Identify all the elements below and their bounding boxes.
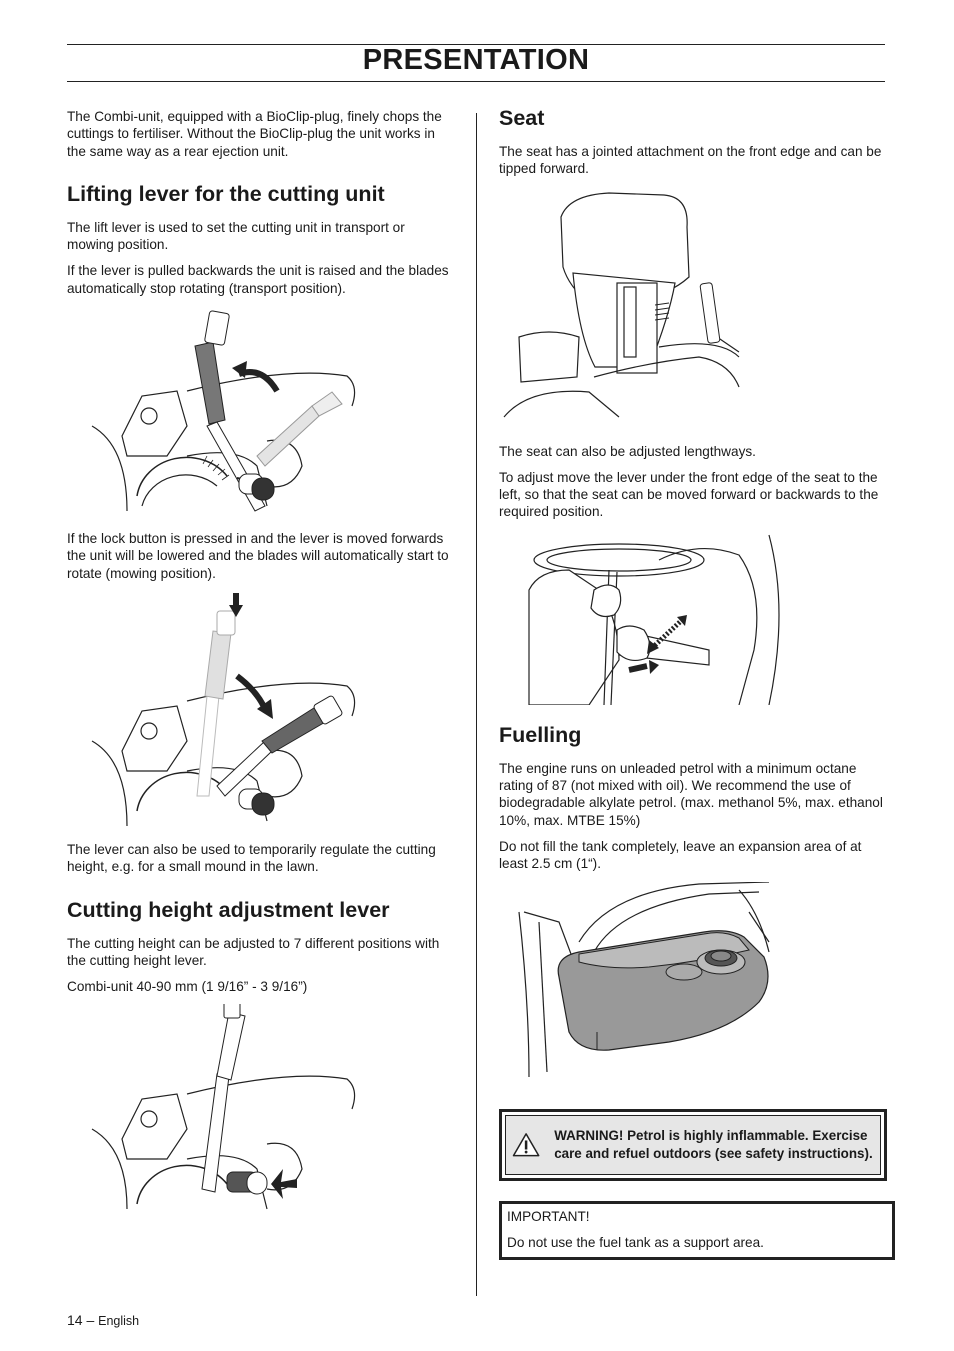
right-column: Seat The seat has a jointed attachment o… bbox=[499, 106, 895, 1260]
fuel-tank-illustration bbox=[518, 881, 770, 1077]
page-footer: 14 – English bbox=[67, 1312, 139, 1328]
page-number: 14 – bbox=[67, 1312, 95, 1328]
warning-text: WARNING! Petrol is highly inflammable. E… bbox=[554, 1127, 873, 1161]
fuelling-heading: Fuelling bbox=[499, 722, 582, 747]
important-box: IMPORTANT! Do not use the fuel tank as a… bbox=[499, 1200, 895, 1260]
seat-paragraph-1: The seat has a jointed attachment on the… bbox=[499, 144, 882, 177]
lift-lever-lower-illustration bbox=[91, 592, 356, 826]
fuelling-paragraph-1: The engine runs on unleaded petrol with … bbox=[499, 760, 883, 828]
cutting-height-heading: Cutting height adjustment lever bbox=[67, 897, 390, 922]
lifting-paragraph-3: If the lock button is pressed in and the… bbox=[67, 531, 449, 581]
seat-paragraph-3: To adjust move the lever under the front… bbox=[499, 469, 879, 520]
page-title: PRESENTATION bbox=[362, 44, 590, 76]
seat-adjust-lever-illustration bbox=[528, 534, 780, 705]
important-text: Do not use the fuel tank as a support ar… bbox=[507, 1234, 764, 1250]
lift-lever-raise-illustration bbox=[91, 310, 356, 512]
important-title: IMPORTANT! bbox=[507, 1208, 590, 1224]
top-rule bbox=[67, 44, 885, 45]
lifting-paragraph-2: If the lever is pulled backwards the uni… bbox=[67, 263, 449, 296]
footer-language: English bbox=[98, 1314, 140, 1328]
seat-tilted-illustration bbox=[503, 191, 740, 418]
fuelling-paragraph-2: Do not fill the tank completely, leave a… bbox=[499, 838, 862, 872]
lifting-paragraph-1: The lift lever is used to set the cuttin… bbox=[67, 219, 405, 253]
warning-box: WARNING! Petrol is highly inflammable. E… bbox=[499, 1108, 887, 1181]
height-paragraph-2: Combi-unit 40-90 mm (1 9/16” - 3 9/16”) bbox=[67, 979, 308, 995]
warning-triangle-icon bbox=[512, 1132, 540, 1156]
lifting-paragraph-4: The lever can also be used to temporaril… bbox=[67, 841, 436, 875]
lifting-lever-heading: Lifting lever for the cutting unit bbox=[67, 181, 385, 206]
seat-paragraph-2: The seat can also be adjusted lengthways… bbox=[499, 443, 756, 459]
cutting-height-lever-illustration bbox=[91, 1004, 356, 1210]
seat-heading: Seat bbox=[499, 106, 545, 130]
height-paragraph-1: The cutting height can be adjusted to 7 … bbox=[67, 935, 440, 968]
title-rule bbox=[67, 81, 885, 82]
column-divider bbox=[476, 113, 477, 1296]
left-column: The Combi-unit, equipped with a BioClip-… bbox=[67, 108, 455, 1214]
intro-paragraph: The Combi-unit, equipped with a BioClip-… bbox=[67, 109, 442, 159]
